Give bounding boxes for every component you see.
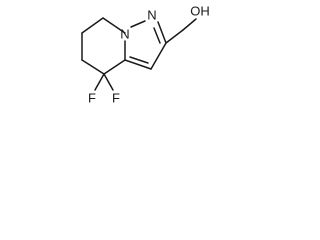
chemical-structure-diagram: N N OH F F	[81, 3, 210, 105]
bond-c3a-c4	[103, 59, 126, 75]
bond-ch2-o	[182, 18, 197, 31]
bond-c4-c5	[81, 59, 105, 75]
atom-label-fluorine-left: F	[88, 90, 96, 105]
bond-n2-c2-double	[153, 27, 161, 44]
bond-n1-n2	[130, 20, 146, 28]
bond-c6-c7	[81, 17, 104, 34]
atom-label-fluorine-right: F	[112, 90, 120, 105]
atom-label-hydroxyl: OH	[190, 3, 210, 18]
bond-c3-c3a-double	[129, 56, 149, 64]
bond-n2-c2	[157, 21, 167, 44]
atom-label-n-bridge: N	[120, 26, 129, 41]
bond-c3-c3a	[124, 59, 152, 70]
bond-c7-n1	[102, 17, 126, 34]
bond-c4-f-right	[103, 73, 114, 91]
bond-c2-c3	[150, 42, 167, 70]
atom-label-n-top: N	[147, 7, 156, 22]
bond-c4-f-left	[94, 73, 105, 91]
bond-c2-ch2	[165, 29, 184, 44]
